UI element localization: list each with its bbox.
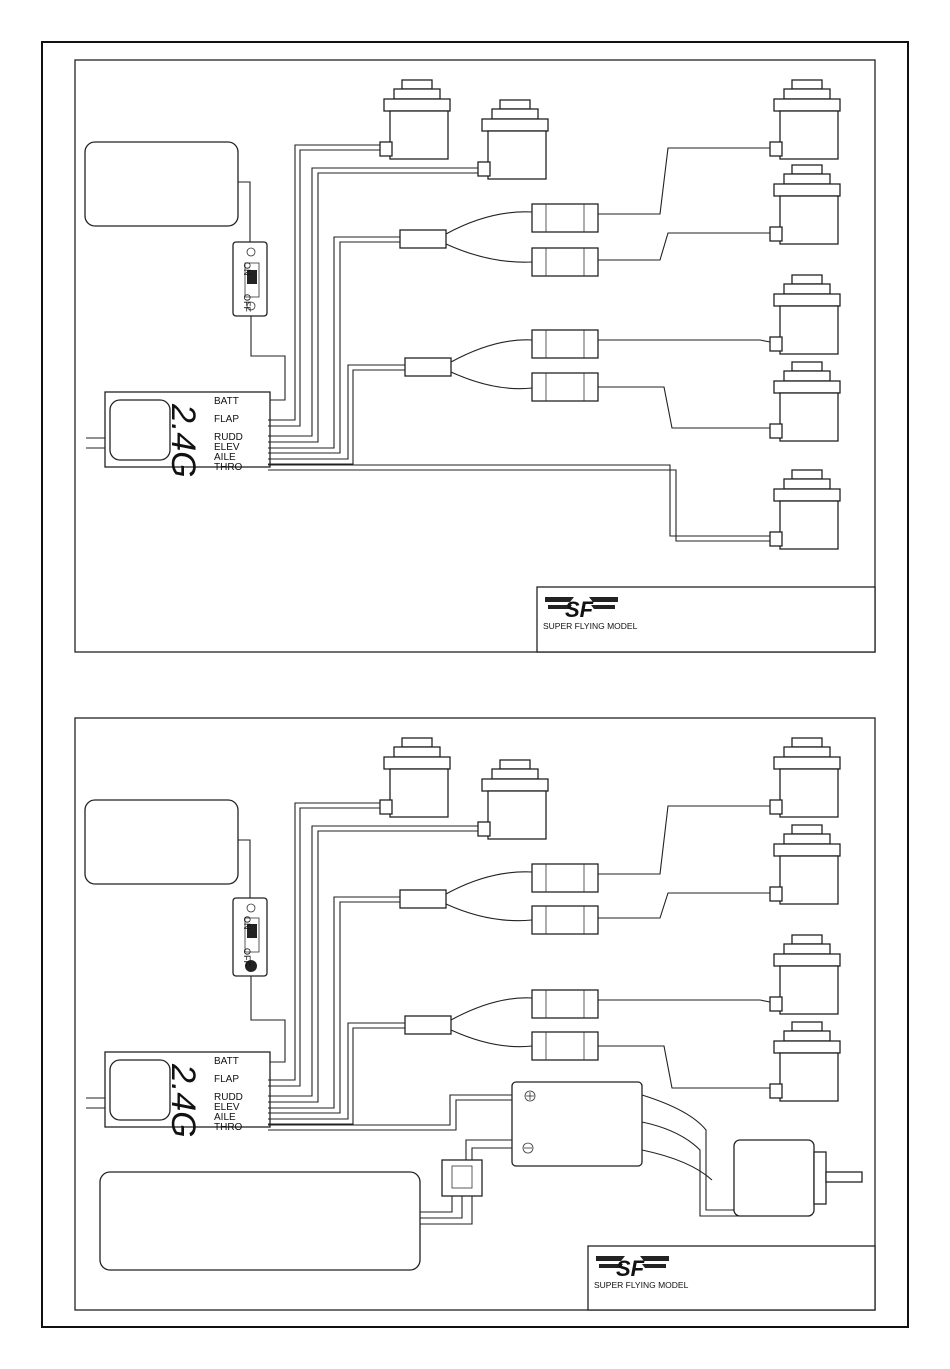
- aileron-servo-2: [770, 825, 840, 904]
- svg-text:SF: SF: [616, 1256, 645, 1281]
- channel-label-thro: THRO: [214, 1122, 243, 1133]
- esc: [512, 1082, 642, 1166]
- receiver-band-label: 2.4G: [164, 403, 202, 478]
- channel-label-flap: FLAP: [214, 414, 239, 425]
- switch-on-label: ON: [242, 916, 252, 930]
- elevator-extension-1: [532, 990, 598, 1018]
- aileron-y-lead: [400, 890, 446, 908]
- receiver-band-label: 2.4G: [164, 1063, 202, 1138]
- battery-connector: [442, 1160, 482, 1196]
- switch-off-label: OFF: [242, 294, 252, 312]
- panel-2: ON OFF 2.4G BATT FLAP RUDD ELEV AILE THR…: [75, 718, 875, 1310]
- aileron-servo-1: [770, 738, 840, 817]
- brand-box: SF SUPER FLYING MODEL: [588, 1246, 875, 1310]
- panel-1: ON OFF 2.4G BATT FLAP RUDD ELEV AILE THR…: [75, 60, 875, 652]
- elevator-extension-1: [532, 330, 598, 358]
- channel-label-batt: BATT: [214, 396, 239, 407]
- aileron-extension-2: [532, 906, 598, 934]
- aileron-extension-2: [532, 248, 598, 276]
- brand-name: SUPER FLYING MODEL: [594, 1280, 689, 1290]
- switch-off-label: OFF: [242, 948, 252, 966]
- aileron-extension-1: [532, 204, 598, 232]
- flight-battery-pack: [100, 1172, 420, 1270]
- elevator-y-lead: [405, 358, 451, 376]
- elevator-y-lead: [405, 1016, 451, 1034]
- flap-servo: [478, 760, 548, 839]
- throttle-servo: [770, 470, 840, 549]
- receiver: 2.4G BATT FLAP RUDD ELEV AILE THRO: [86, 1052, 270, 1138]
- switch-harness: ON OFF: [233, 242, 267, 316]
- receiver-battery-pack: [85, 800, 238, 884]
- aileron-extension-1: [532, 864, 598, 892]
- rudder-servo: [380, 80, 450, 159]
- battery-pack: [85, 142, 238, 226]
- aileron-servo-2: [770, 165, 840, 244]
- motor: [734, 1140, 862, 1216]
- svg-text:SF: SF: [565, 597, 594, 622]
- elevator-extension-2: [532, 373, 598, 401]
- switch-harness: ON OFF: [233, 898, 267, 976]
- elevator-servo-1: [770, 935, 840, 1014]
- elevator-extension-2: [532, 1032, 598, 1060]
- brand-box: SF SUPER FLYING MODEL: [537, 587, 875, 652]
- receiver: 2.4G BATT FLAP RUDD ELEV AILE THRO: [86, 392, 270, 478]
- switch-on-label: ON: [242, 262, 252, 276]
- elevator-servo-1: [770, 275, 840, 354]
- channel-label-thro: THRO: [214, 462, 243, 473]
- channel-label-flap: FLAP: [214, 1074, 239, 1085]
- elevator-servo-2: [770, 1022, 840, 1101]
- flap-servo: [478, 100, 548, 179]
- rudder-servo: [380, 738, 450, 817]
- brand-name: SUPER FLYING MODEL: [543, 621, 638, 631]
- elevator-servo-2: [770, 362, 840, 441]
- channel-label-batt: BATT: [214, 1056, 239, 1067]
- aileron-servo-1: [770, 80, 840, 159]
- aileron-y-lead: [400, 230, 446, 248]
